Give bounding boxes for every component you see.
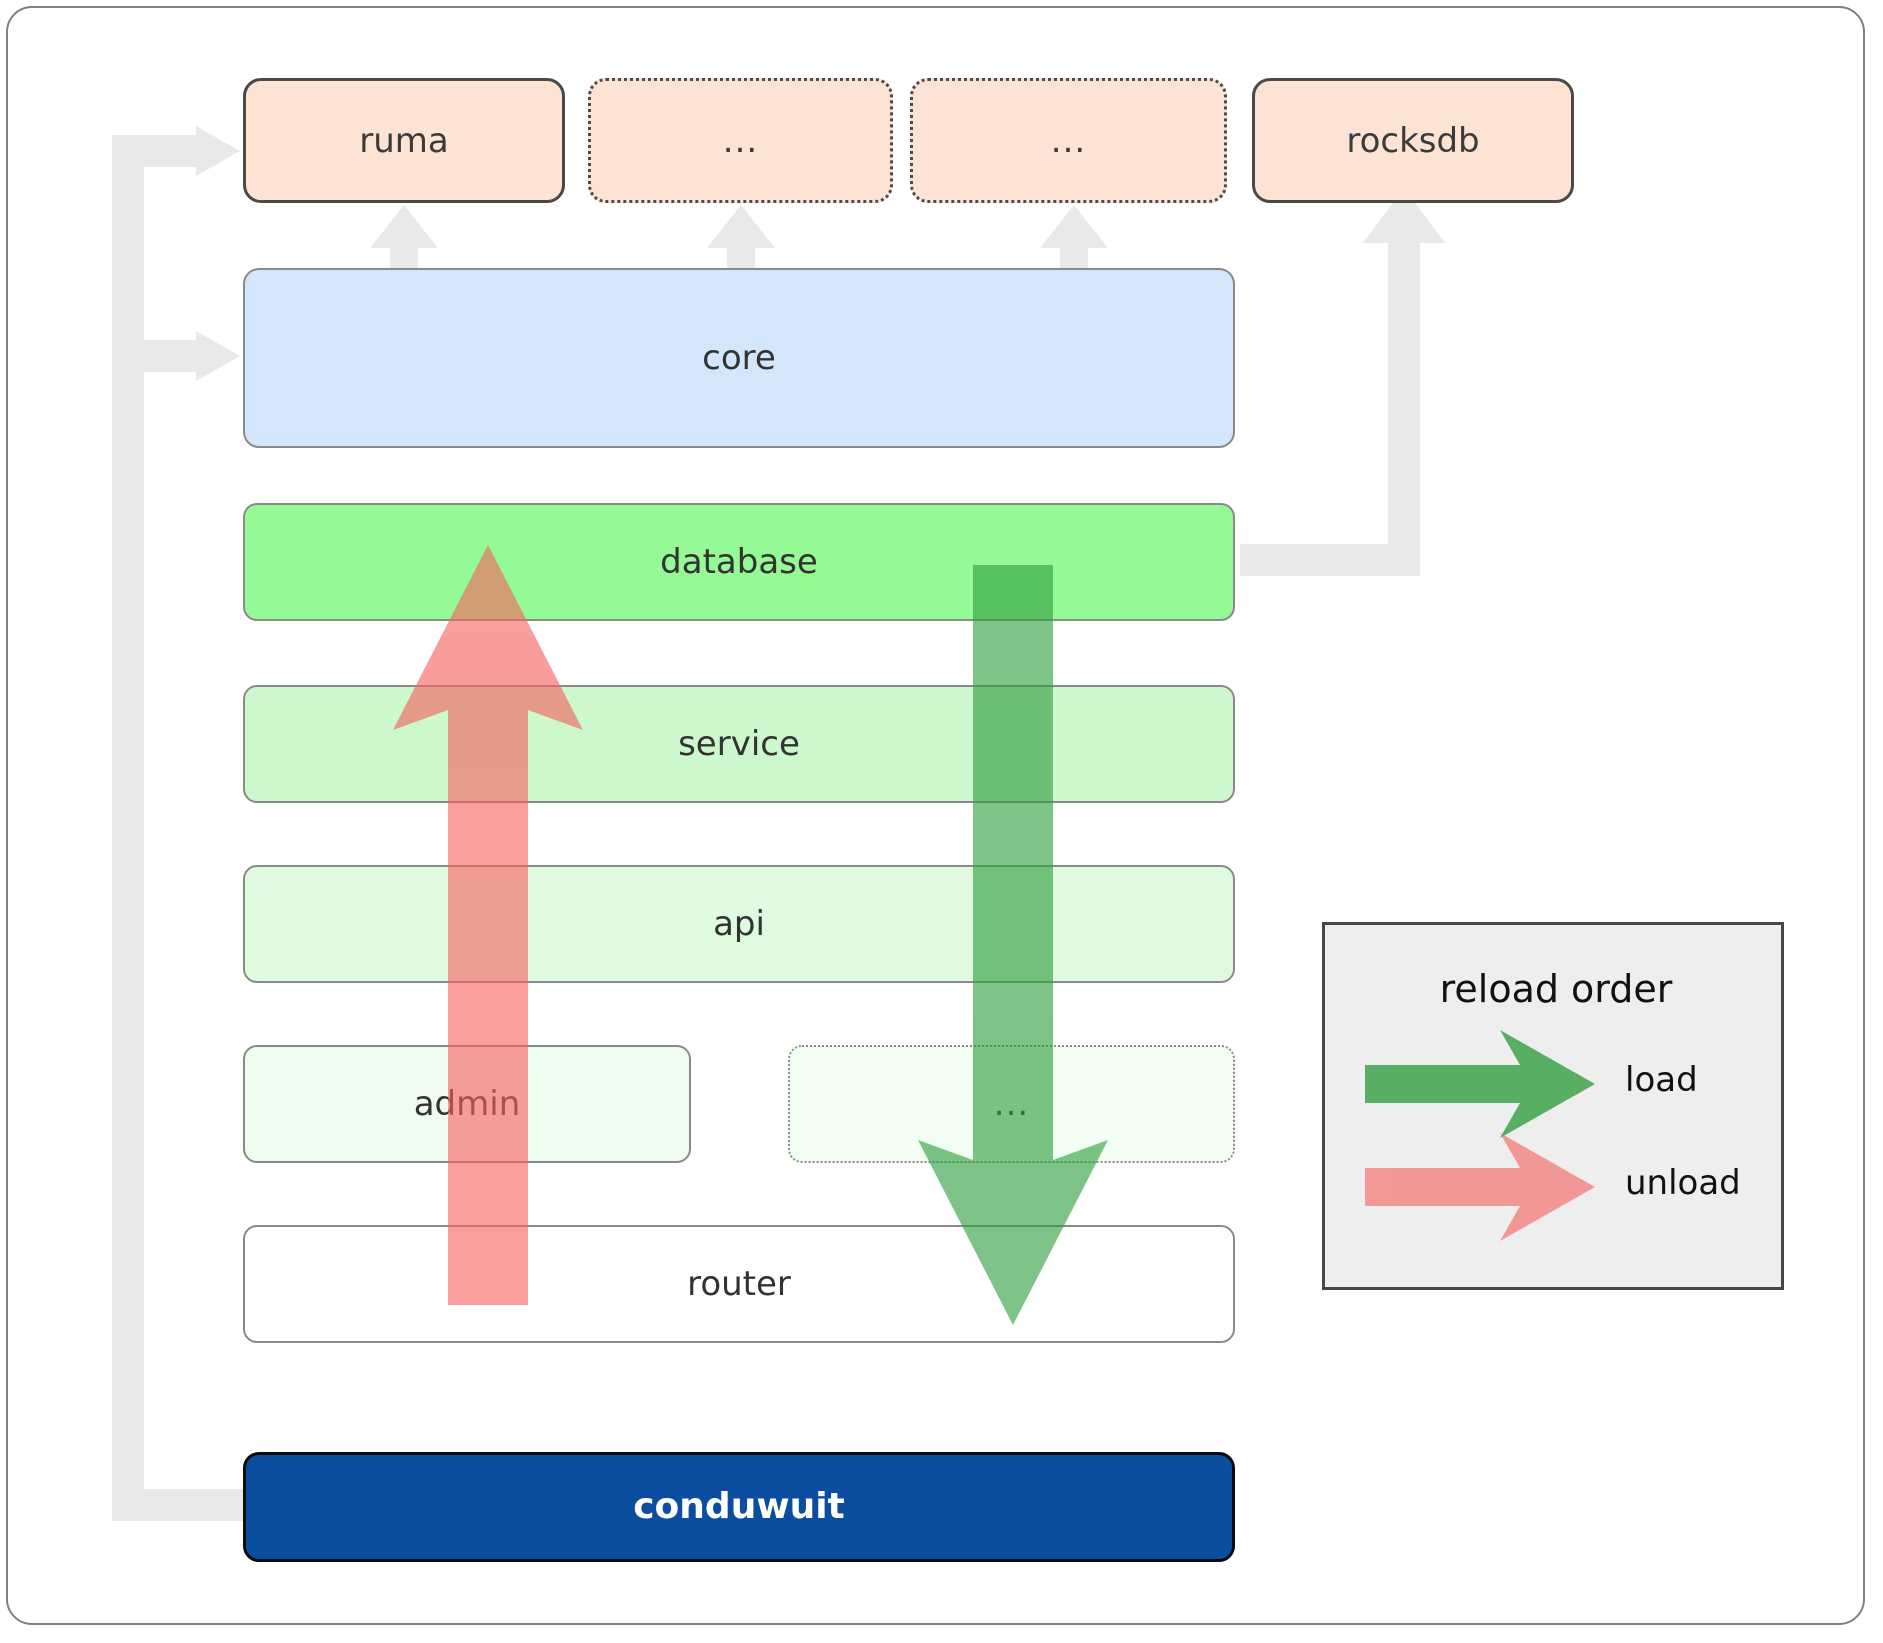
connector-core-to-dep-b [1040,205,1108,275]
connector-core-to-ruma [370,205,438,275]
legend-label-load: load [1625,1060,1698,1100]
legend-title: reload order [1439,967,1673,1011]
node-conduwuit-label: conduwuit [633,1486,845,1527]
legend-arrow-icons [1365,1030,1595,1241]
node-router-label: router [687,1264,791,1304]
legend: reload order load unload [1322,922,1784,1290]
node-service-label: service [678,724,800,764]
connector-database-to-rocksdb [1240,188,1445,576]
node-ruma-label: ruma [359,120,449,161]
node-router[interactable]: router [243,1225,1235,1343]
load-arrow-icon [1365,1030,1595,1138]
node-api-label: api [713,904,765,944]
load-arrow [918,565,1108,1325]
node-rocksdb-label: rocksdb [1346,120,1480,161]
node-dep-a-label: ... [722,120,759,161]
unload-arrow [393,545,583,1305]
node-dep-b-label: ... [1050,120,1087,161]
node-database-label: database [660,542,818,582]
node-dep-a[interactable]: ... [588,78,893,203]
node-ruma[interactable]: ruma [243,78,565,203]
legend-label-unload: unload [1625,1163,1741,1203]
connector-core-to-dep-a [707,205,775,275]
node-conduwuit[interactable]: conduwuit [243,1452,1235,1562]
node-database[interactable]: database [243,503,1235,621]
node-rocksdb[interactable]: rocksdb [1252,78,1574,203]
node-core[interactable]: core [243,268,1235,448]
node-core-label: core [702,338,776,378]
unload-arrow-icon [1365,1133,1595,1241]
node-dep-b[interactable]: ... [910,78,1227,203]
node-api[interactable]: api [243,865,1235,983]
